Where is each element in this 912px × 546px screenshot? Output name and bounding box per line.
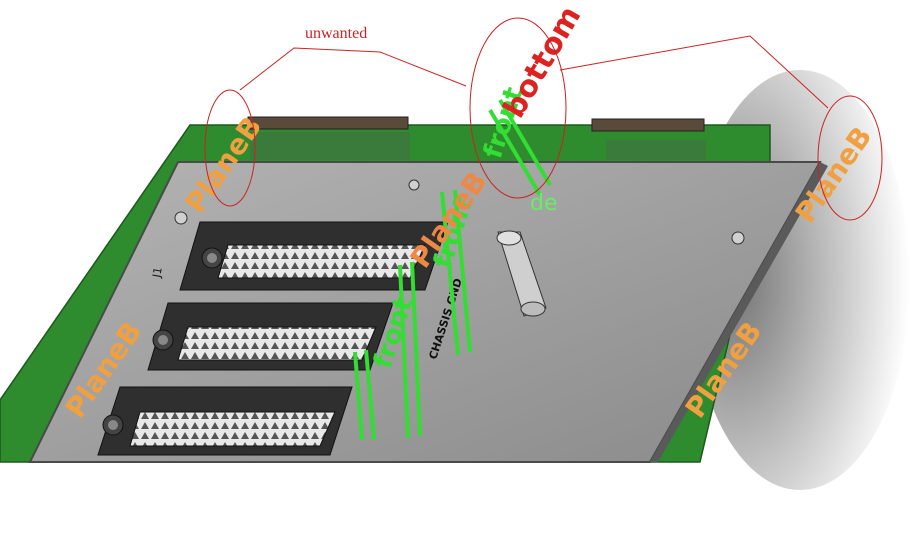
- annotation-label: unwanted: [305, 25, 367, 42]
- annotation-ellipse-left: [204, 89, 256, 207]
- connector-j1-label: J1: [150, 266, 165, 279]
- annotation-ellipse-right: [817, 95, 883, 221]
- annotation-ellipse-center: [469, 17, 567, 199]
- annotation-ellipses: [204, 17, 883, 221]
- green-de-text: de: [530, 191, 558, 216]
- green-overlay: [353, 98, 552, 441]
- connector-2: [147, 302, 394, 371]
- top-connector-right: [591, 118, 705, 132]
- connector-3: [97, 386, 353, 456]
- chassis-ground-stud: [496, 230, 547, 317]
- top-connector-left: [247, 116, 409, 130]
- connector-j1: [179, 221, 449, 291]
- mount-hole-2: [731, 231, 745, 245]
- mount-hole-3: [408, 179, 420, 191]
- mount-hole-1: [174, 211, 188, 225]
- pcb-header-pins: [250, 132, 706, 160]
- annotation-leaders: [239, 35, 829, 109]
- plate-edge: [650, 162, 828, 462]
